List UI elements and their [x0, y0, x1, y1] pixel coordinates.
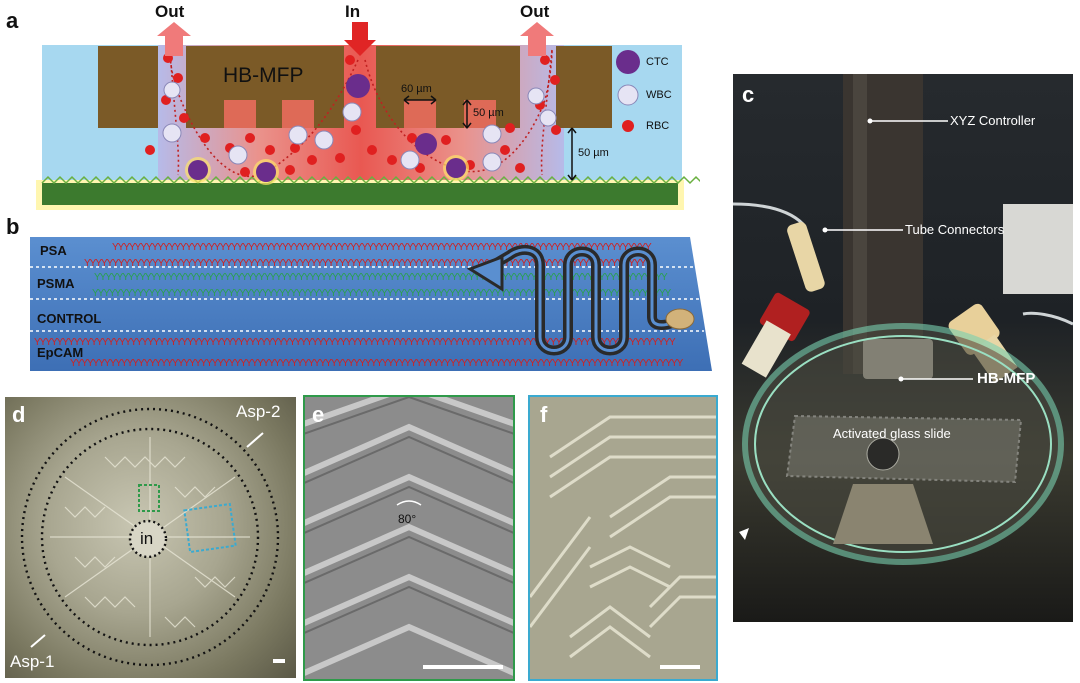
panel-label-e: e [312, 402, 325, 427]
panel-f-scene [530, 415, 716, 669]
row-separators [30, 266, 704, 332]
tube-left [733, 202, 805, 226]
psma-antibodies-2: YYYYYYYYYYYYYYYYYYYYYYYYYYYYYYYYYYYYYYYY… [92, 288, 672, 299]
width-label: 60 µm [401, 83, 432, 95]
panel-d-photo [5, 397, 296, 678]
panel-e-photo [303, 395, 515, 681]
in-arrow [344, 22, 376, 56]
out-right-label: Out [520, 2, 550, 21]
outer-boundary [20, 407, 280, 667]
petri-dish [742, 323, 1064, 565]
objective-lens [866, 437, 900, 471]
panel-d-scene [20, 407, 285, 667]
asp2-arrow [246, 432, 264, 448]
psa-antibodies-2: YYYYYYYYYYYYYYYYYYYYYYYYYYYYYYYYYYYYYYYY… [84, 258, 652, 269]
panel-label-c: c [742, 82, 755, 107]
inner-boundary [40, 427, 260, 647]
panel-e-scene [305, 397, 513, 676]
inlet-circle [128, 519, 168, 559]
row-label-control: CONTROL [37, 311, 102, 326]
outer-height-label: 50 µm [578, 147, 609, 159]
chevron-ridges-e [305, 397, 513, 676]
legend-rbc-label: RBC [646, 120, 670, 132]
tube-connector-left [741, 292, 810, 378]
green-roi-box [138, 484, 160, 512]
angle-label: 80° [398, 512, 417, 526]
epcam-antibodies-2: YYYYYYYYYYYYYYYYYYYYYYYYYYYYYYYYYYYYYYYY… [70, 358, 684, 369]
legend-wbc-icon [617, 84, 639, 106]
ctc-cells [185, 74, 469, 185]
out-arrow-left [157, 22, 191, 56]
right-bracket [1003, 204, 1073, 294]
inlet-connector [665, 308, 695, 330]
label-asp1: Asp-1 [10, 652, 55, 671]
legend-ctc-label: CTC [646, 56, 669, 68]
panel-label-b: b [6, 214, 20, 239]
panel-label-d: d [12, 402, 26, 427]
row-label-psa: PSA [40, 243, 67, 258]
legend-rbc-icon [622, 120, 634, 132]
label-xyz-controller: XYZ Controller [950, 113, 1036, 128]
herringbone-ridges [224, 100, 496, 128]
label-inlet: in [140, 529, 154, 548]
tube-connector-top [787, 222, 825, 292]
label-asp2: Asp-2 [236, 402, 281, 421]
in-label: In [345, 2, 361, 21]
scale-bar-f [660, 665, 700, 669]
antibody-fringe [41, 175, 700, 185]
panel-c-photo [733, 74, 1073, 622]
row-label-epcam: EpCAM [37, 345, 84, 360]
glass-slide [42, 183, 678, 205]
panel-label-f: f [540, 402, 548, 427]
panel-label-a: a [6, 8, 19, 33]
psa-antibodies: YYYYYYYYYYYYYYYYYYYYYYYYYYYYYYYYYYYYYYYY… [112, 242, 652, 253]
inner-height-label: 50 µm [473, 107, 504, 119]
scale-bar-e [423, 665, 503, 669]
arrowhead-marker [739, 528, 749, 540]
epcam-antibodies: YYYYYYYYYYYYYYYYYYYYYYYYYYYYYYYYYYYYYYYY… [34, 337, 676, 348]
channel-arrowhead [466, 254, 504, 292]
wbc-cells [162, 81, 557, 172]
chevron-ridges-f [530, 415, 716, 659]
activated-glass-slide [785, 414, 1023, 484]
panel-c-scene [733, 74, 1073, 565]
panel-b-diagram: YYYYYYYYYYYYYYYYYYYYYYYYYYYYYYYYYYYYYYYY… [30, 237, 712, 371]
angle-arc [396, 500, 422, 506]
blue-roi-box [183, 502, 237, 554]
psma-antibodies: YYYYYYYYYYYYYYYYYYYYYYYYYYYYYYYYYYYYYYYY… [94, 272, 668, 283]
panel-f-photo [528, 395, 718, 681]
tube-right [1022, 311, 1073, 326]
legend-ctc-icon [616, 50, 640, 74]
pointer-lines [825, 120, 973, 380]
herringbone-pattern [50, 437, 250, 637]
out-left-label: Out [155, 2, 185, 21]
serpentine-channel-inner [487, 248, 673, 352]
legend-wbc-label: WBC [646, 89, 672, 101]
microscope-objective [833, 484, 933, 544]
label-tube-connectors: Tube Connectors [905, 222, 1005, 237]
scale-bar-d [273, 659, 285, 663]
asp1-arrow [30, 634, 46, 648]
label-activated-glass-slide: Activated glass slide [833, 426, 951, 441]
row-label-psma: PSMA [37, 276, 75, 291]
width-marker [403, 95, 577, 181]
out-arrow-right [520, 22, 554, 56]
label-hb-mfp: HB-MFP [977, 370, 1036, 387]
panel-a-diagram [36, 22, 700, 210]
device-label: HB-MFP [223, 64, 304, 87]
